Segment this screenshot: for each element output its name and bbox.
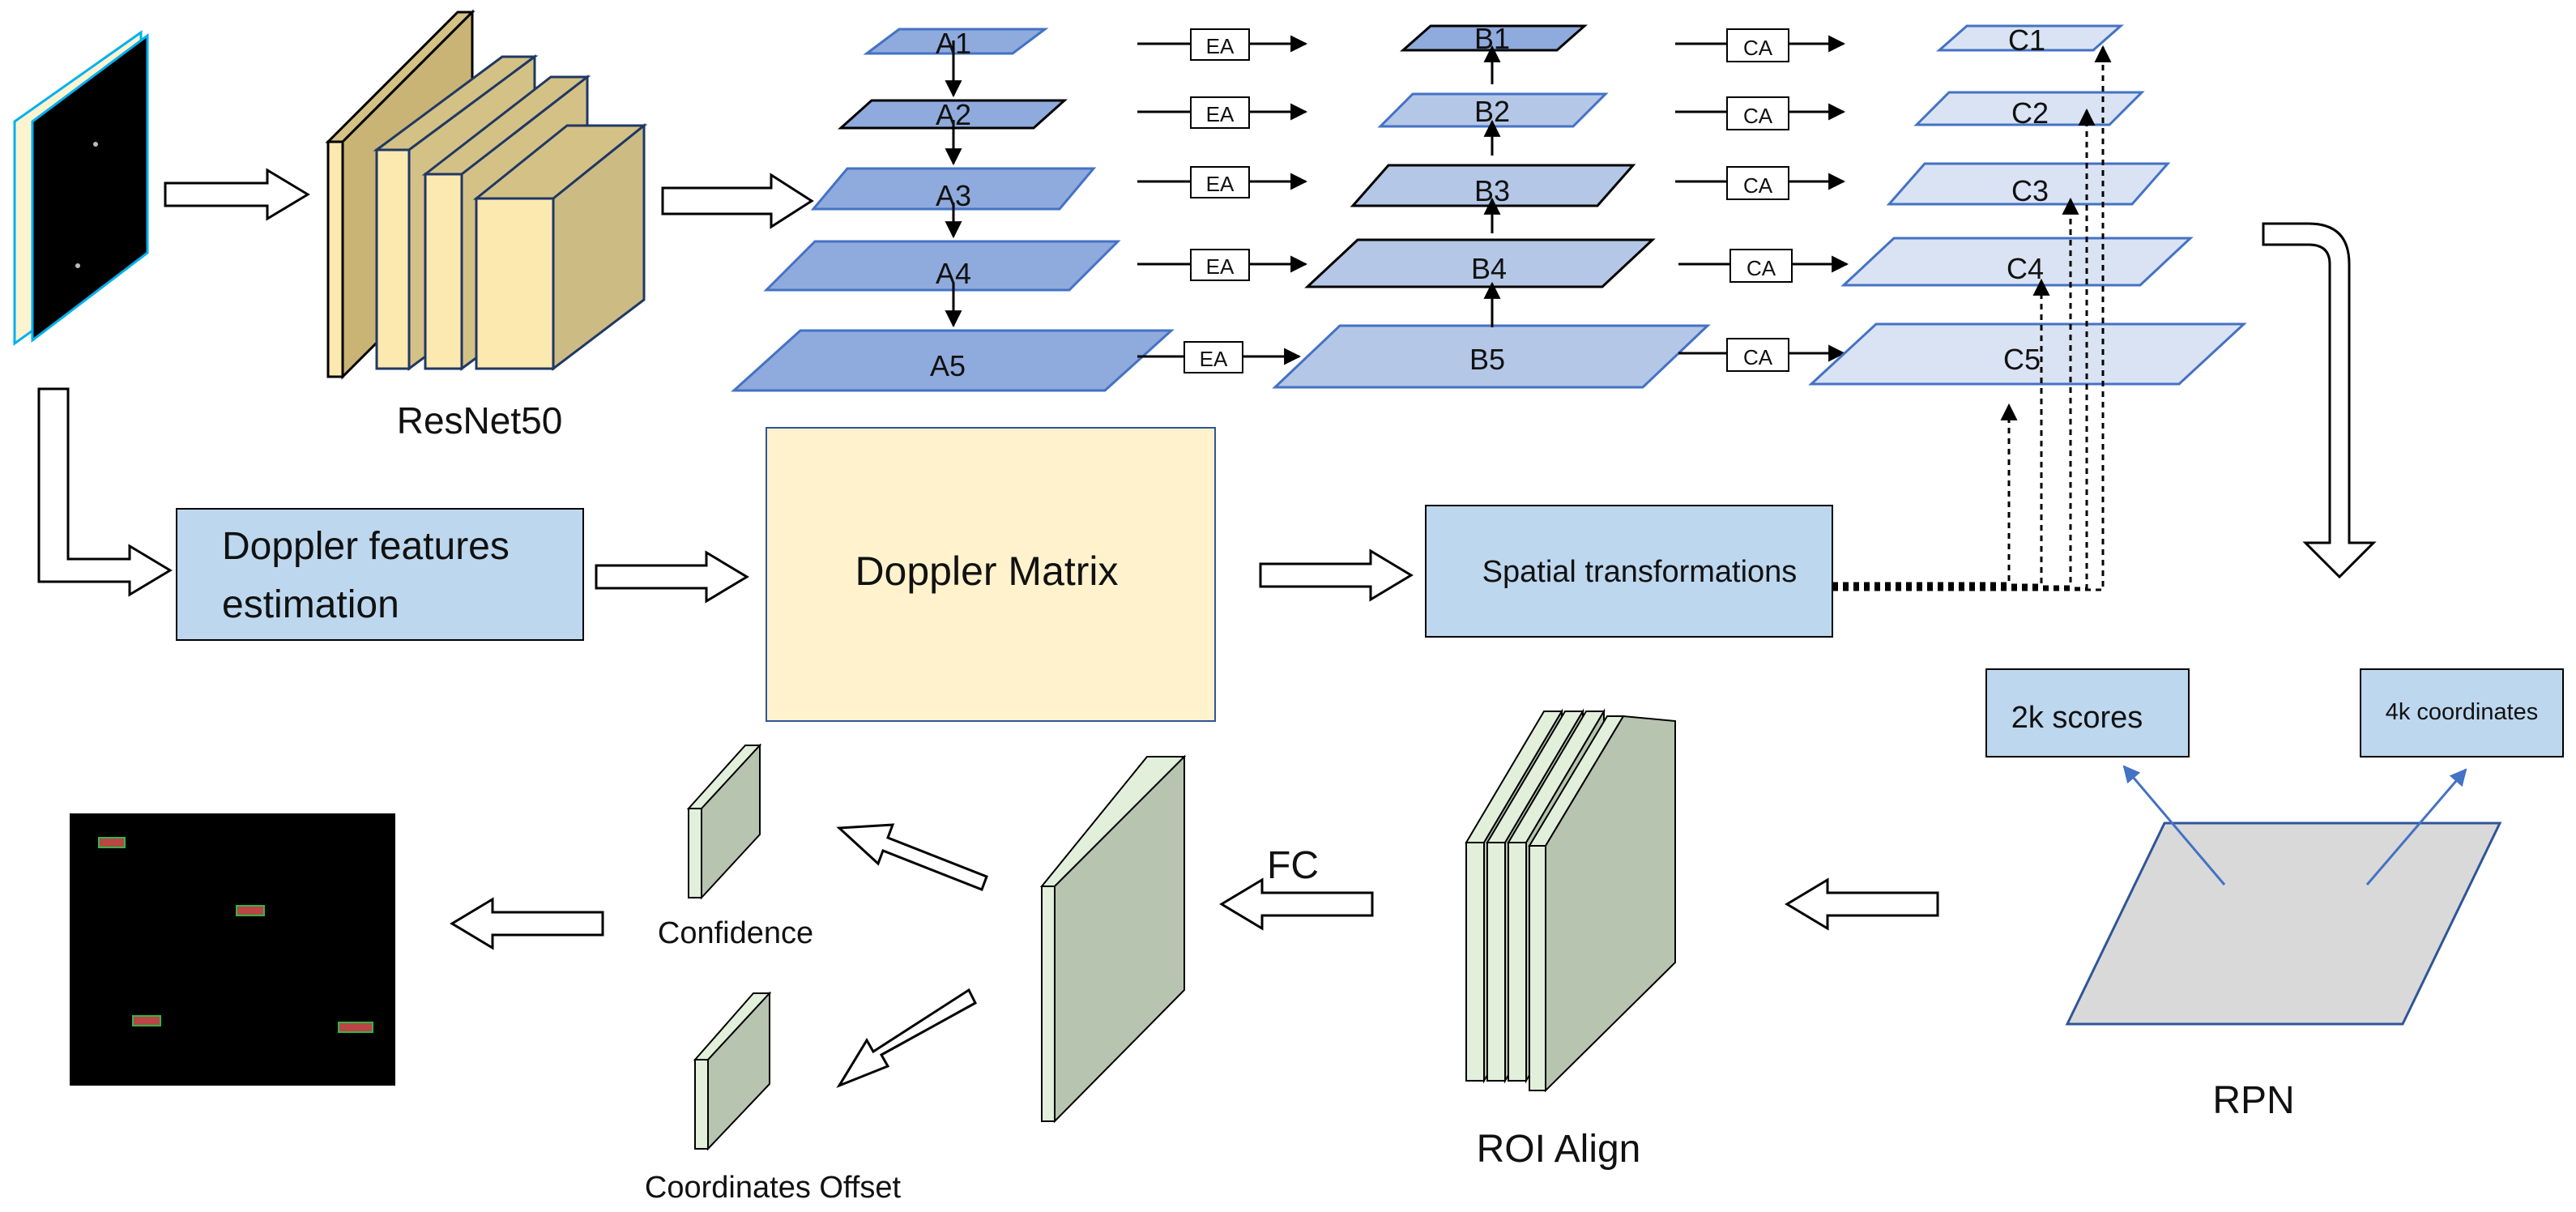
resnet50-backbone [325,9,648,380]
output-image [70,813,395,1086]
doppler-estimation-line1: Doppler features [222,525,510,568]
offset-label: Coordinates Offset [645,1171,902,1205]
head-to-output-arrow [450,897,604,950]
input-image [13,30,149,346]
plane-a1 [863,28,1049,55]
plane-c3 [1886,162,2171,206]
roi-to-fc-arrow [1219,877,1374,931]
doppler-estimation-label: Doppler features estimation [222,525,520,626]
input-to-estimation-arrow [37,387,173,597]
input-to-backbone-arrow [164,168,310,221]
plane-a2 [838,99,1068,130]
label-b2: B2 [1474,95,1510,128]
ca-connectors: CA CA CA CA CA [1675,28,1849,372]
ea-label-4: EA [1206,254,1235,279]
b-column: B1 B2 B3 B4 B5 [1272,22,1711,389]
ea-connectors: EA EA EA EA EA [1137,28,1308,373]
plane-b5 [1272,324,1711,389]
label-b3: B3 [1474,174,1510,207]
label-c1: C1 [2008,23,2045,57]
fc-to-offset-arrow [836,988,977,1089]
detection-box [98,837,126,848]
backbone-label: ResNet50 [397,399,563,442]
ca-label-5: CA [1743,345,1773,369]
ea-label-5: EA [1200,347,1228,371]
plane-b2 [1377,92,1609,128]
offset-plate [693,991,772,1151]
doppler-matrix-label: Doppler Matrix [855,548,1118,594]
plane-b4 [1304,238,1656,288]
detection-box [132,1015,161,1026]
estimation-to-matrix-arrow [595,550,749,604]
label-c5: C5 [2003,343,2041,376]
c-column: C1 C2 C3 C4 C5 [1808,23,2247,386]
rpn-to-roi-arrow [1785,877,1939,931]
doppler-matrix-box [766,427,1216,722]
label-b5: B5 [1469,343,1505,376]
fc-label: FC [1267,844,1319,887]
label-b1: B1 [1474,22,1510,55]
matrix-to-spatial-arrow [1259,548,1414,602]
detection-box [338,1022,373,1033]
plane-c5 [1808,322,2247,386]
rpn-scores-box [1985,668,2190,758]
fc-to-confidence-arrow [836,823,988,891]
plane-a5 [731,329,1175,392]
rpn-scores-label: 2k scores [2011,701,2143,735]
label-c2: C2 [2011,96,2049,130]
ea-label-3: EA [1206,172,1235,196]
label-a4: A4 [936,257,971,290]
rpn-coordinates-label: 4k coordinates [2386,699,2539,725]
doppler-estimation-line2: estimation [222,583,399,626]
spatial-transformations-label: Spatial transformations [1482,555,1798,589]
label-a1: A1 [936,27,971,60]
confidence-plate [686,743,762,900]
rpn-coordinates-box [2360,668,2564,758]
rpn-plane [2065,822,2502,1026]
rpn-label: RPN [2212,1079,2294,1122]
ca-label-3: CA [1743,173,1773,198]
confidence-label: Confidence [658,916,813,950]
backbone-to-pyramid-arrow [661,173,814,229]
roi-align-label: ROI Align [1477,1128,1641,1171]
label-c4: C4 [2007,252,2044,285]
ea-label-1: EA [1206,34,1235,58]
label-c3: C3 [2011,174,2049,207]
roi-align-plates [1465,708,1676,1093]
label-a5: A5 [930,349,966,382]
plane-b1 [1400,24,1588,52]
label-a3: A3 [936,179,971,212]
spatial-transformations-box [1425,505,1833,638]
plane-a3 [810,167,1097,211]
a-column: A1 A2 A3 A4 A5 [731,27,1175,392]
plane-a4 [763,240,1121,292]
doppler-estimation-box [176,508,584,641]
label-a2: A2 [936,98,971,131]
spatial-dashed-links [1832,45,2112,591]
pyramid-to-rpn-arrow [2262,222,2377,579]
plane-c1 [1936,24,2124,52]
rpn: 2k scores 4k coordinates RPN [1985,668,2564,1122]
plane-b3 [1350,164,1636,207]
label-b4: B4 [1471,252,1507,285]
fc-plate [1039,754,1187,1124]
ea-label-2: EA [1206,102,1235,126]
ca-label-4: CA [1746,256,1776,280]
ca-label-1: CA [1743,36,1773,60]
detection-box [236,905,265,916]
ca-label-2: CA [1743,104,1773,128]
